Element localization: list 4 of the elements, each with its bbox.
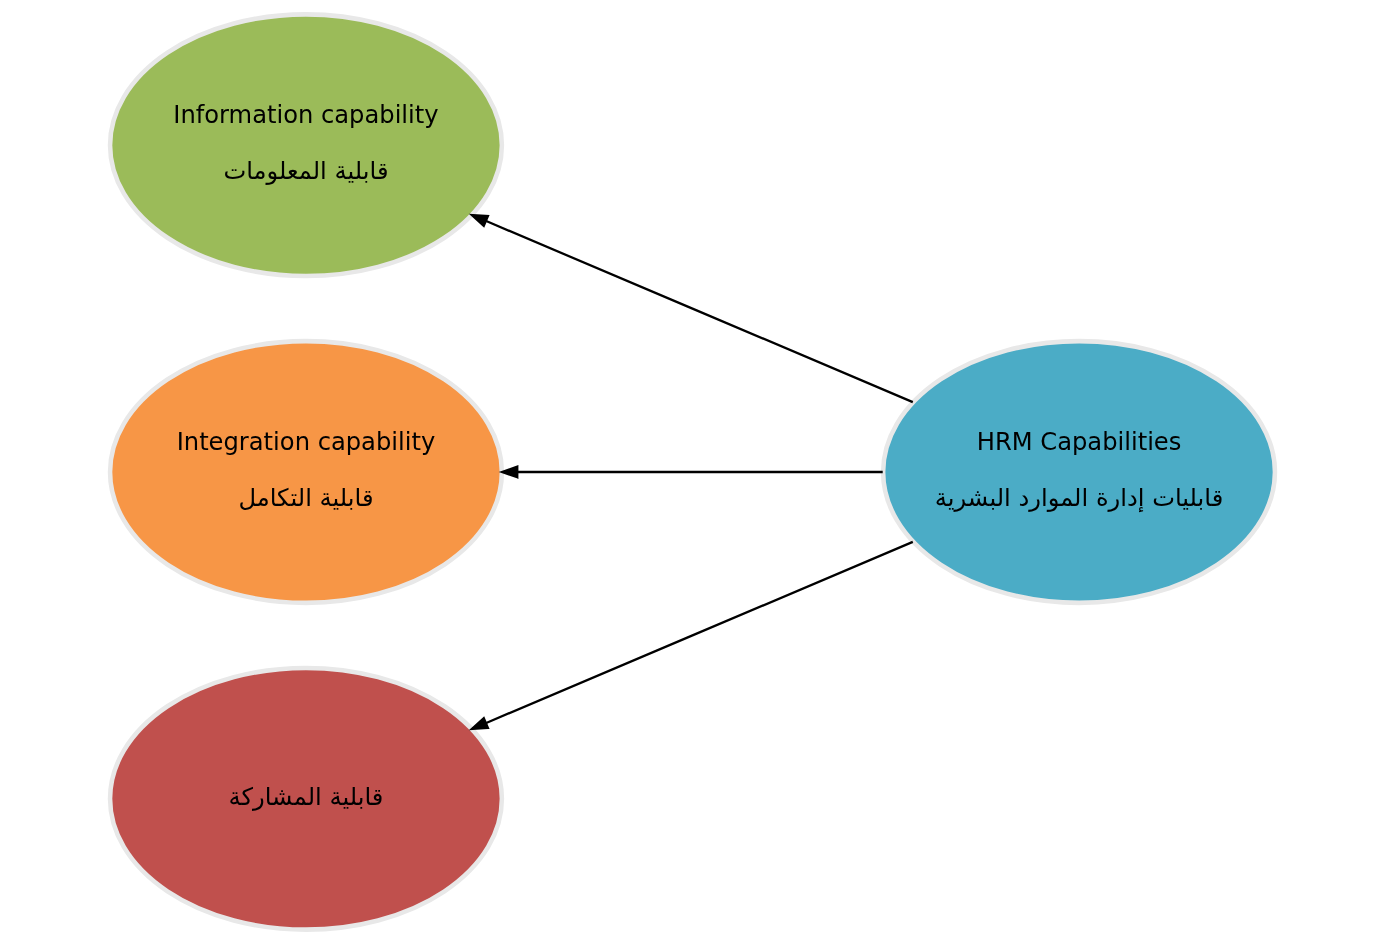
arrow — [468, 540, 913, 731]
node-ellipse: قابلية المشاركة — [107, 665, 504, 932]
arrow — [468, 213, 913, 404]
arrow — [498, 465, 883, 479]
